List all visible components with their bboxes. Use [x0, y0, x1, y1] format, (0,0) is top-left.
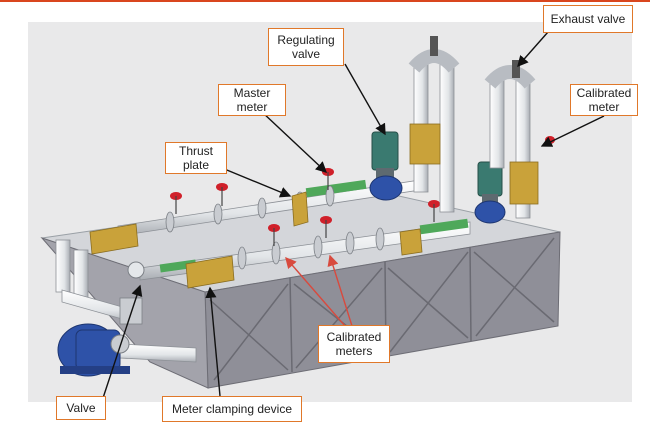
left-piping [55, 239, 197, 363]
top-rule [0, 0, 650, 2]
thrust-plate [291, 191, 309, 227]
exhaust-valve-label: Exhaust valve [543, 5, 633, 33]
callout-arrows [102, 31, 605, 399]
regulating-valve-left [369, 131, 403, 201]
vertical-column-right [484, 60, 555, 219]
thrust-plate-label: Thrust plate [165, 142, 227, 174]
pump-motor [57, 323, 130, 377]
valve-label: Valve [56, 396, 106, 420]
master-meter-label: Master meter [218, 84, 286, 116]
front-pipeline [139, 200, 471, 289]
regulating-valve-label: Regulating valve [268, 28, 344, 66]
vertical-column-left [408, 36, 460, 213]
calibrated-meter-label: Calibrated meter [570, 84, 638, 116]
meter-clamp [185, 255, 235, 289]
regulating-valve-right [474, 161, 506, 224]
meter-clamping-device-label: Meter clamping device [162, 396, 302, 422]
calibrated-meters-label: Calibrated meters [318, 325, 390, 363]
